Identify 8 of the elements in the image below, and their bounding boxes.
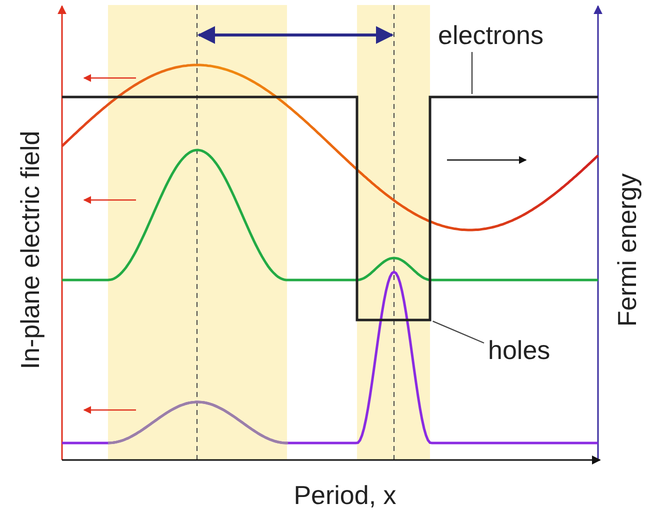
axis-label: Period, x — [294, 482, 396, 508]
leader-line — [432, 320, 484, 344]
curve-label: holes — [488, 337, 550, 363]
axis-label: In-plane electric field — [17, 130, 43, 370]
leader-line — [471, 52, 473, 94]
curve-label: electrons — [438, 22, 544, 48]
step-profile-curve — [62, 96, 598, 322]
axis-label: Fermi energy — [614, 173, 640, 327]
